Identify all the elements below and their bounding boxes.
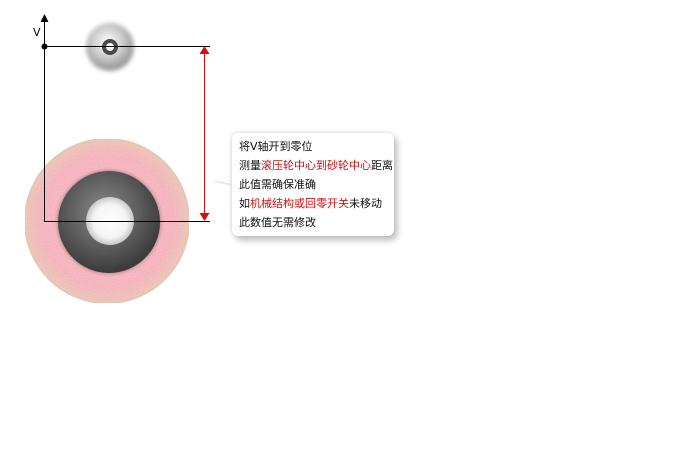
callout-text-segment: 如	[239, 197, 250, 210]
callout-text-segment: 未移动	[349, 197, 382, 210]
callout-text-segment: 此值需确保准确	[239, 178, 316, 191]
callout-line: 测量滚压轮中心到砂轮中心距离	[239, 156, 393, 175]
callout-line: 此数值无需修改	[239, 213, 393, 232]
callout-line: 此值需确保准确	[239, 175, 393, 194]
callout-text: 将V轴开到零位测量滚压轮中心到砂轮中心距离此值需确保准确如机械结构或回零开关未移…	[239, 137, 393, 232]
callout-pointer	[214, 176, 232, 184]
callout-text-segment: 此数值无需修改	[239, 216, 316, 229]
callout-highlight-text: 机械结构或回零开关	[250, 197, 349, 210]
v-axis-arrowhead	[40, 14, 49, 22]
distance-arrow-top	[199, 46, 210, 54]
distance-arrow-bottom	[199, 213, 210, 221]
callout-line: 如机械结构或回零开关未移动	[239, 194, 393, 213]
callout-line: 将V轴开到零位	[239, 137, 393, 156]
v-axis-label: V	[33, 26, 41, 39]
callout-text-segment: 测量	[239, 159, 261, 172]
callout-text-segment: 将V轴开到零位	[239, 140, 313, 153]
instruction-callout: 将V轴开到零位测量滚压轮中心到砂轮中心距离此值需确保准确如机械结构或回零开关未移…	[232, 133, 394, 236]
callout-highlight-text: 滚压轮中心到砂轮中心	[261, 159, 371, 172]
callout-text-segment: 距离	[371, 159, 393, 172]
origin-dot	[41, 43, 48, 50]
